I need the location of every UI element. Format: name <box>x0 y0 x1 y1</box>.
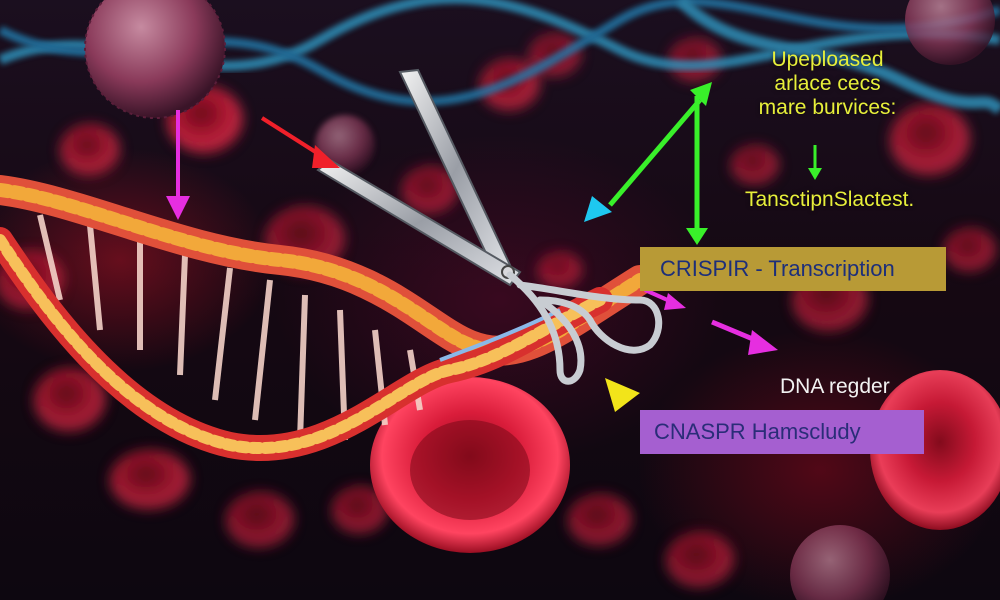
scissors-icon <box>316 68 663 385</box>
top-right-line-1: Upeploased <box>771 48 884 71</box>
red-blood-cell-illustration <box>370 370 1000 553</box>
dna-label: DNA regder <box>780 375 890 398</box>
red-arrow <box>260 116 340 168</box>
mid-right-caption: TansctipnSlactest. <box>745 188 915 211</box>
magenta-arrow-down <box>166 110 190 220</box>
green-double-arrow <box>584 82 712 222</box>
green-arrow-vertical <box>686 96 708 245</box>
virus-particle-illustration <box>84 0 995 600</box>
crispr-box-label: CRISPIR - Transcription <box>660 256 895 281</box>
magenta-arrow-right-1 <box>644 288 686 310</box>
cnaspr-box-label: CNASPR Hamscludy <box>654 419 861 444</box>
top-right-caption: Upeploased arlace cecs mare burvices: <box>745 48 910 120</box>
magenta-arrow-right-2 <box>711 319 778 355</box>
top-right-line-2: arlace cecs <box>774 72 881 95</box>
cnaspr-box: CNASPR Hamscludy <box>640 410 924 454</box>
annotation-arrows <box>166 82 822 412</box>
green-arrow-small <box>808 145 822 180</box>
yellow-arrowhead <box>605 378 640 412</box>
top-right-line-3: mare burvices: <box>758 96 897 119</box>
crispr-transcription-box: CRISPIR - Transcription <box>640 247 946 291</box>
dna-helix-illustration <box>0 175 655 461</box>
